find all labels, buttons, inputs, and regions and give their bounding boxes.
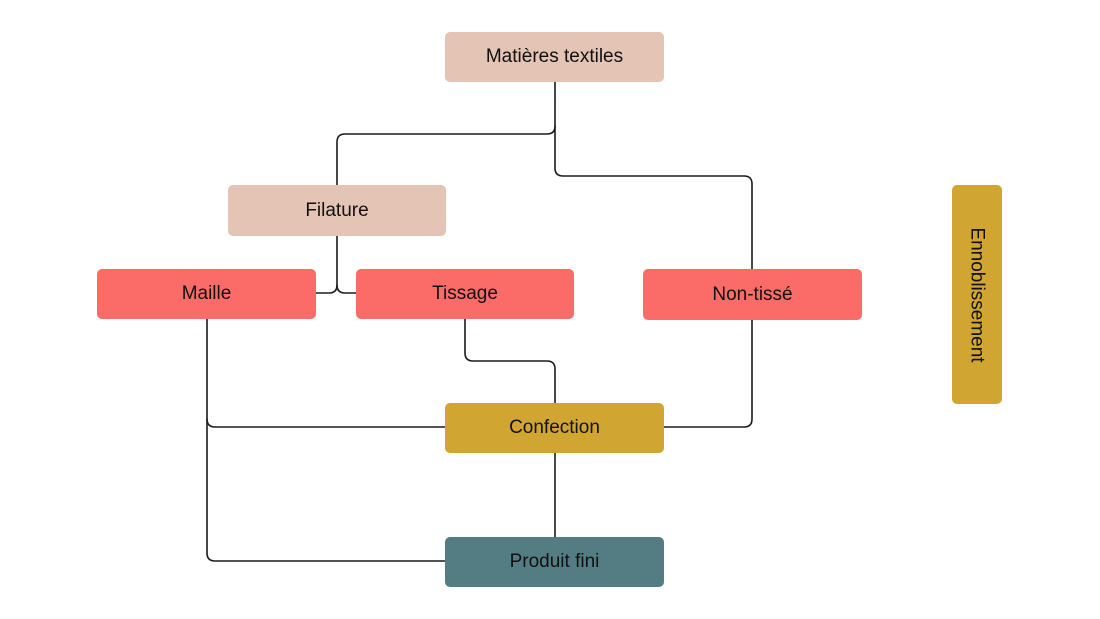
edge-tissage-confection	[464, 318, 556, 404]
node-label: Confection	[509, 417, 600, 438]
node-label: Non-tissé	[712, 283, 793, 305]
node-produit-fini[interactable]: Produit fini	[445, 537, 664, 587]
node-non-tisse[interactable]: Non-tissé	[643, 269, 862, 320]
edge-filature-tissage	[336, 284, 357, 294]
edge-filature-maille	[315, 235, 338, 294]
node-label: Filature	[305, 199, 369, 221]
node-label: Tissage	[432, 283, 498, 304]
edge-nontisse-confection	[663, 319, 753, 428]
node-confection[interactable]: Confection	[445, 403, 664, 453]
edge-matieres-nontisse	[554, 125, 753, 270]
node-matieres-textiles[interactable]: Matières textiles	[445, 32, 664, 82]
node-ennoblissement[interactable]: Ennoblissement	[952, 185, 1002, 404]
node-label: Produit fini	[509, 551, 600, 572]
node-maille[interactable]: Maille	[97, 269, 316, 319]
edge-maille-confection	[206, 318, 446, 428]
node-filature[interactable]: Filature	[228, 185, 446, 236]
edge-matieres-filature	[336, 81, 556, 186]
node-label: Matières textiles	[485, 46, 624, 67]
node-label: Maille	[181, 283, 232, 304]
edge-maille-produit	[206, 418, 446, 562]
node-tissage[interactable]: Tissage	[356, 269, 574, 319]
node-label: Ennoblissement	[967, 226, 989, 363]
